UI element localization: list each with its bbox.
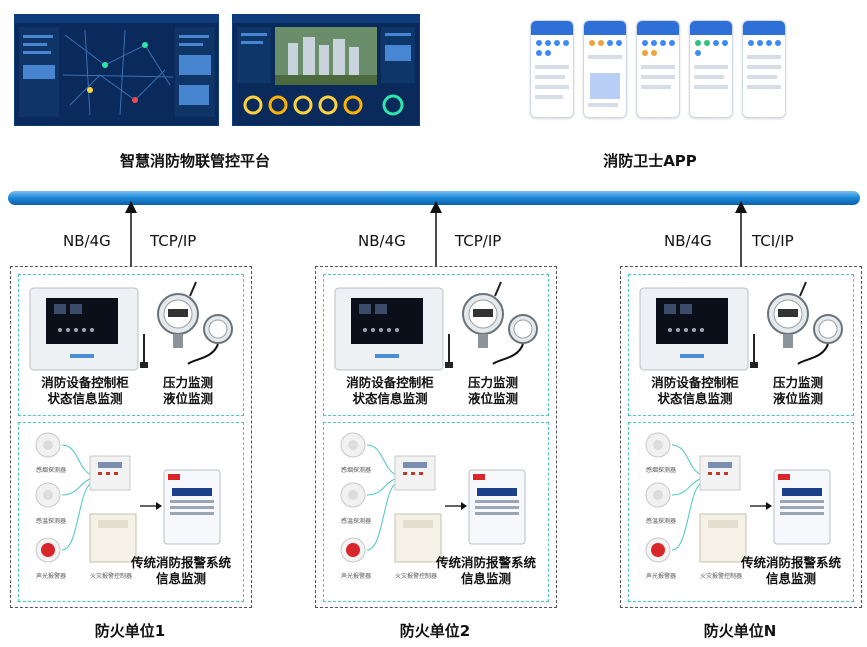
alarm-box-2: [323, 422, 549, 602]
cabinet-caption-2: 消防设备控制柜 状态信息监测: [335, 375, 445, 407]
conn-right-label-1: TCP/IP: [150, 232, 197, 250]
app-phone-3: [636, 20, 680, 118]
heat-detector-label-1: 感温探测器: [36, 518, 67, 525]
app-title: 消防卫士APP: [603, 152, 697, 170]
cabinet-caption-line2: 状态信息监测: [47, 391, 123, 406]
controller-label-1: 火灾报警控制器: [90, 573, 133, 580]
app-phone-4: [689, 20, 733, 118]
fire-unit-box-3: [620, 266, 862, 608]
cabinet-caption-3: 消防设备控制柜 状态信息监测: [640, 375, 750, 407]
conn-right-label-2: TCP/IP: [455, 232, 502, 250]
app-phone-2: [583, 20, 627, 118]
sound-light-alarm-label-2: 声光报警器: [341, 573, 372, 580]
smoke-detector-label-1: 感烟探测器: [36, 467, 67, 474]
alarm-caption-1: 传统消防报警系统 信息监测: [126, 555, 236, 587]
cabinet-caption-line1: 消防设备控制柜: [41, 375, 129, 390]
cabinet-caption-line1: 消防设备控制柜: [651, 375, 739, 390]
fire-unit-title-3: 防火单位N: [703, 622, 777, 640]
uplink-arrows: [125, 201, 747, 267]
cabinet-caption-line1: 消防设备控制柜: [346, 375, 434, 390]
equipment-graphic-3: [639, 281, 843, 563]
smoke-detector-label-2: 感烟探测器: [341, 467, 372, 474]
fire-unit-title-1: 防火单位1: [94, 622, 166, 640]
alarm-box-3: [628, 422, 854, 602]
pressure-caption-line2: 液位监测: [467, 391, 518, 406]
alarm-caption-line1: 传统消防报警系统: [130, 555, 231, 570]
alarm-box-1: [18, 422, 244, 602]
pressure-caption-line2: 液位监测: [772, 391, 823, 406]
pressure-caption-line1: 压力监测: [467, 375, 518, 390]
alarm-caption-line2: 信息监测: [765, 571, 816, 586]
alarm-caption-2: 传统消防报警系统 信息监测: [431, 555, 541, 587]
cabinet-caption-1: 消防设备控制柜 状态信息监测: [30, 375, 140, 407]
alarm-caption-line1: 传统消防报警系统: [740, 555, 841, 570]
pressure-caption-line1: 压力监测: [162, 375, 213, 390]
platform-dashboard-map-screenshot: [14, 14, 219, 126]
conn-left-label-1: NB/4G: [63, 232, 111, 250]
conn-left-label-2: NB/4G: [358, 232, 406, 250]
fire-unit-box-1: [10, 266, 252, 608]
building-dashboard-graphic: [233, 15, 419, 116]
pressure-caption-1: 压力监测 液位监测: [153, 375, 223, 407]
alarm-caption-line2: 信息监测: [460, 571, 511, 586]
fire-unit-box-2: [315, 266, 557, 608]
app-phone-1: [530, 20, 574, 118]
pressure-caption-3: 压力监测 液位监测: [763, 375, 833, 407]
cabinet-caption-line2: 状态信息监测: [657, 391, 733, 406]
cabinet-caption-line2: 状态信息监测: [352, 391, 428, 406]
sound-light-alarm-label-1: 声光报警器: [36, 573, 67, 580]
platform-dashboard-building-screenshot: [232, 14, 420, 126]
equipment-graphic-2: [334, 281, 538, 563]
app-phone-5: [742, 20, 786, 118]
heat-detector-label-2: 感温探测器: [341, 518, 372, 525]
alarm-caption-line2: 信息监测: [155, 571, 206, 586]
map-dashboard-graphic: [15, 15, 218, 117]
sound-light-alarm-label-3: 声光报警器: [646, 573, 677, 580]
controller-label-2: 火灾报警控制器: [395, 573, 438, 580]
pressure-caption-line2: 液位监测: [162, 391, 213, 406]
smoke-detector-label-3: 感烟探测器: [646, 467, 677, 474]
pressure-caption-2: 压力监测 液位监测: [458, 375, 528, 407]
pressure-caption-line1: 压力监测: [772, 375, 823, 390]
conn-left-label-3: NB/4G: [664, 232, 712, 250]
network-bus: [8, 191, 860, 205]
heat-detector-label-3: 感温探测器: [646, 518, 677, 525]
monitor-box-1: [18, 274, 244, 416]
conn-right-label-3: TCI/IP: [752, 232, 794, 250]
platform-title: 智慧消防物联管控平台: [119, 152, 270, 170]
monitor-box-2: [323, 274, 549, 416]
equipment-graphic-1: [29, 281, 233, 563]
fire-unit-title-2: 防火单位2: [399, 622, 471, 640]
monitor-box-3: [628, 274, 854, 416]
controller-label-3: 火灾报警控制器: [700, 573, 743, 580]
alarm-caption-line1: 传统消防报警系统: [435, 555, 536, 570]
alarm-caption-3: 传统消防报警系统 信息监测: [736, 555, 846, 587]
